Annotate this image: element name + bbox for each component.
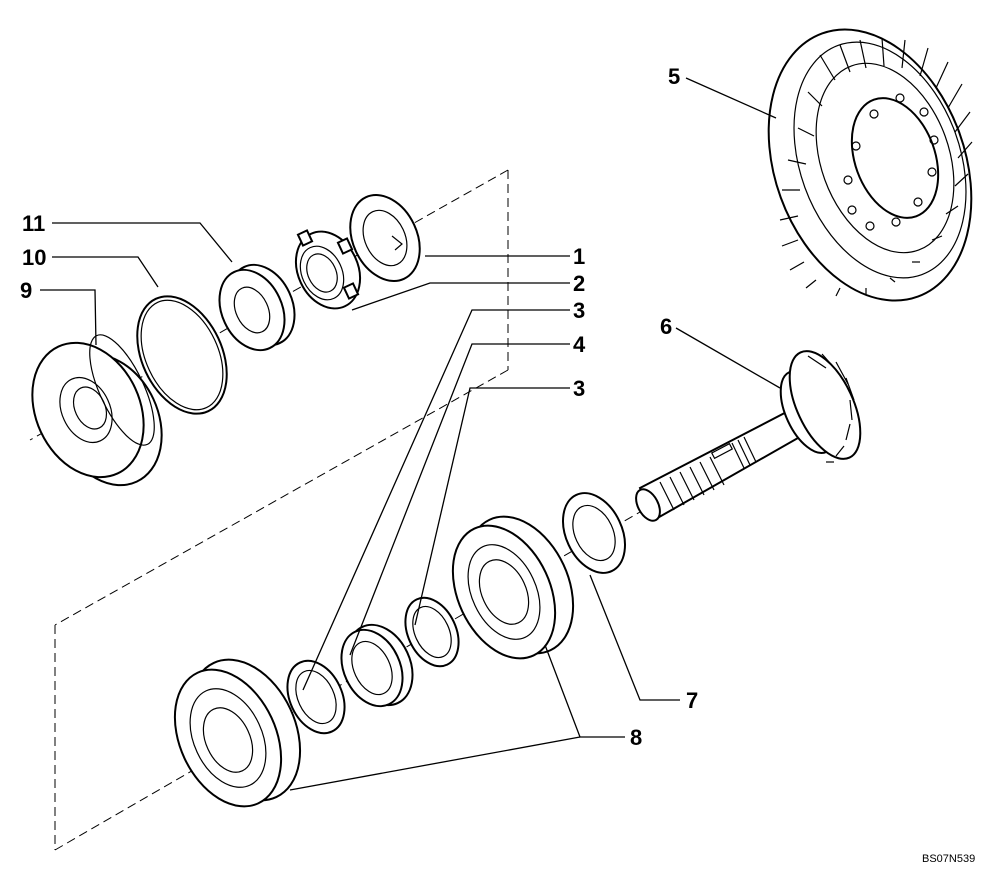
callout-labels: 1 2 3 4 3 5 6 7 8 9 10 11 bbox=[20, 64, 698, 750]
callout-5: 5 bbox=[668, 64, 680, 89]
callout-1: 1 bbox=[573, 244, 585, 269]
shaft-thread bbox=[731, 436, 757, 469]
part-6-pinion-shaft bbox=[635, 350, 862, 522]
callout-3-lower: 3 bbox=[573, 376, 585, 401]
ring-gear-teeth bbox=[779, 37, 973, 297]
callout-11: 11 bbox=[22, 211, 45, 236]
callout-3-upper: 3 bbox=[573, 298, 585, 323]
part-8-bearing-upper bbox=[451, 515, 575, 660]
shaft-splines bbox=[659, 456, 725, 511]
part-7-shim-washer bbox=[562, 492, 626, 574]
callout-9: 9 bbox=[20, 278, 32, 303]
pinion-teeth bbox=[807, 353, 855, 463]
callout-7: 7 bbox=[686, 688, 698, 713]
part-9-flange-cover bbox=[31, 334, 163, 487]
part-3-spacer-ring-lower bbox=[286, 659, 346, 735]
part-4-spacer-collar bbox=[340, 623, 414, 708]
callout-4: 4 bbox=[573, 332, 586, 357]
part-11-seal-ring bbox=[218, 263, 296, 352]
part-1-lock-washer bbox=[349, 194, 421, 282]
ring-gear-bolt-holes bbox=[843, 93, 939, 231]
leader-lines bbox=[40, 77, 781, 791]
part-8-bearing-lower bbox=[173, 658, 302, 808]
part-5-ring-gear bbox=[767, 28, 973, 302]
callout-10: 10 bbox=[22, 245, 46, 270]
part-3-spacer-ring-upper bbox=[404, 596, 460, 668]
callout-8: 8 bbox=[630, 725, 642, 750]
part-10-o-ring bbox=[136, 295, 228, 415]
callout-6: 6 bbox=[660, 314, 672, 339]
drawing-reference: BS07N539 bbox=[922, 853, 975, 865]
part-2-ring-nut bbox=[294, 229, 362, 310]
callout-2: 2 bbox=[573, 271, 585, 296]
